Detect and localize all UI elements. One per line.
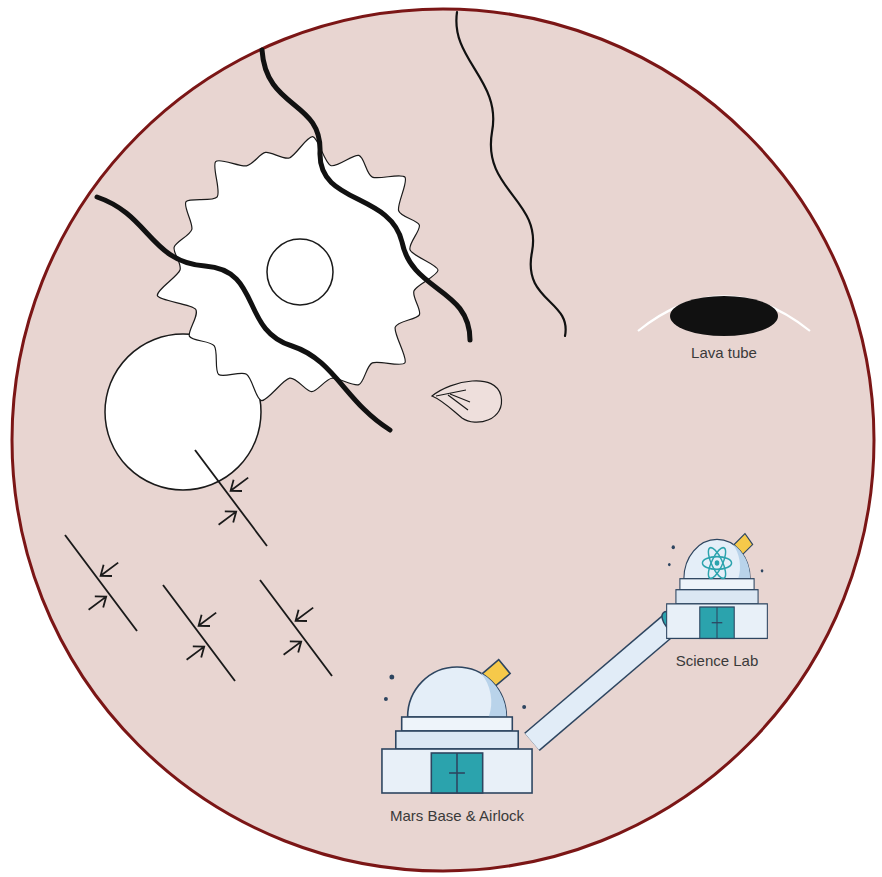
leaf-shape bbox=[432, 381, 502, 422]
fault-arrow bbox=[187, 646, 205, 659]
thick-wavy-line bbox=[262, 50, 470, 340]
fault-line bbox=[65, 535, 137, 631]
connecting-tunnel bbox=[532, 608, 686, 742]
fault-symbols bbox=[65, 450, 332, 681]
fault-arrow bbox=[284, 641, 302, 654]
fault-arrow bbox=[199, 613, 217, 626]
lava-tube: Lava tube bbox=[636, 274, 812, 334]
thin-wavy-line bbox=[456, 12, 565, 336]
lava-tube-icon bbox=[636, 274, 812, 334]
base-building-icon bbox=[378, 655, 536, 795]
lab-building-icon bbox=[664, 530, 770, 640]
science-lab: Science Lab bbox=[664, 530, 770, 640]
mars-disc bbox=[12, 9, 874, 871]
impact-splat bbox=[157, 137, 438, 401]
fault-arrow bbox=[296, 608, 314, 621]
fault-arrow bbox=[89, 596, 107, 609]
fault-line bbox=[163, 585, 235, 681]
place-label: Science Lab bbox=[676, 652, 759, 670]
tunnel-outline bbox=[532, 622, 672, 741]
fault-arrow bbox=[219, 511, 237, 524]
place-label: Mars Base & Airlock bbox=[390, 807, 524, 825]
fault-line bbox=[260, 580, 332, 676]
fault-arrow bbox=[231, 478, 249, 491]
impact-core bbox=[267, 239, 333, 305]
fault-arrow bbox=[101, 563, 119, 576]
thick-wavy-line bbox=[97, 197, 390, 430]
fault-line bbox=[195, 450, 267, 546]
tunnel-body bbox=[532, 622, 672, 741]
mars-base: Mars Base & Airlock bbox=[378, 655, 536, 795]
place-label: Lava tube bbox=[691, 344, 757, 362]
